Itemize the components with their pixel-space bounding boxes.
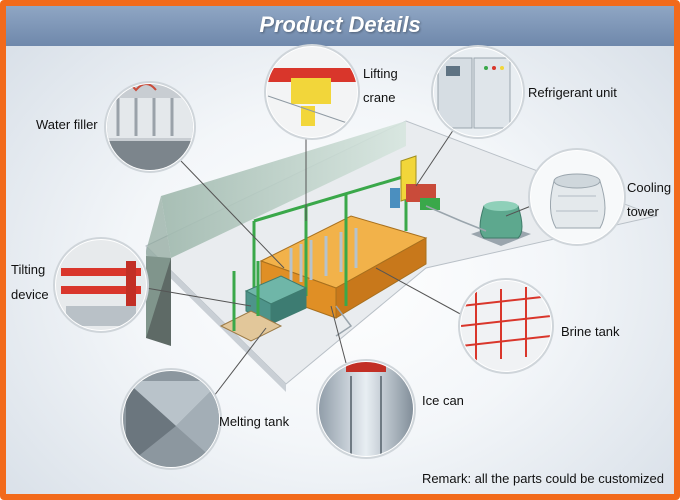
label-tilting-device-line1: Tilting (11, 262, 46, 277)
ice-can-callout (316, 359, 416, 459)
brine-tank-callout (458, 278, 554, 374)
label-ice-can: Ice can (422, 393, 464, 408)
leader-lines (145, 125, 532, 397)
label-cooling-tower-line1: Cooling (627, 180, 672, 195)
label-lifting-crane-line2: crane (363, 90, 396, 105)
title-banner (6, 6, 674, 46)
label-lifting-crane-line1: Lifting (363, 66, 398, 81)
label-refrigerant-unit: Refrigerant unit (528, 85, 617, 100)
melting-tank-callout (120, 368, 222, 470)
label-water-filler: Water filler (36, 117, 98, 132)
tilting-device-callout (53, 237, 149, 333)
label-melting-tank: Melting tank (219, 414, 290, 429)
building-walls (146, 121, 406, 346)
tilting-device-model (219, 261, 283, 342)
pipes (335, 205, 487, 337)
plant-illustration (53, 44, 658, 470)
refrigerant-unit-callout (431, 45, 525, 139)
lifting-crane-callout (264, 44, 360, 140)
refrigerant-unit-model (390, 155, 440, 210)
label-tilting-device-line2: device (11, 287, 49, 302)
water-filler-callout (104, 81, 196, 173)
cooling-tower-callout (528, 148, 626, 246)
label-cooling-tower-line2: tower (627, 204, 659, 219)
label-brine-tank: Brine tank (561, 324, 620, 339)
remark-note: Remark: all the parts could be customize… (421, 471, 664, 486)
page-title: Product Details (259, 12, 421, 37)
